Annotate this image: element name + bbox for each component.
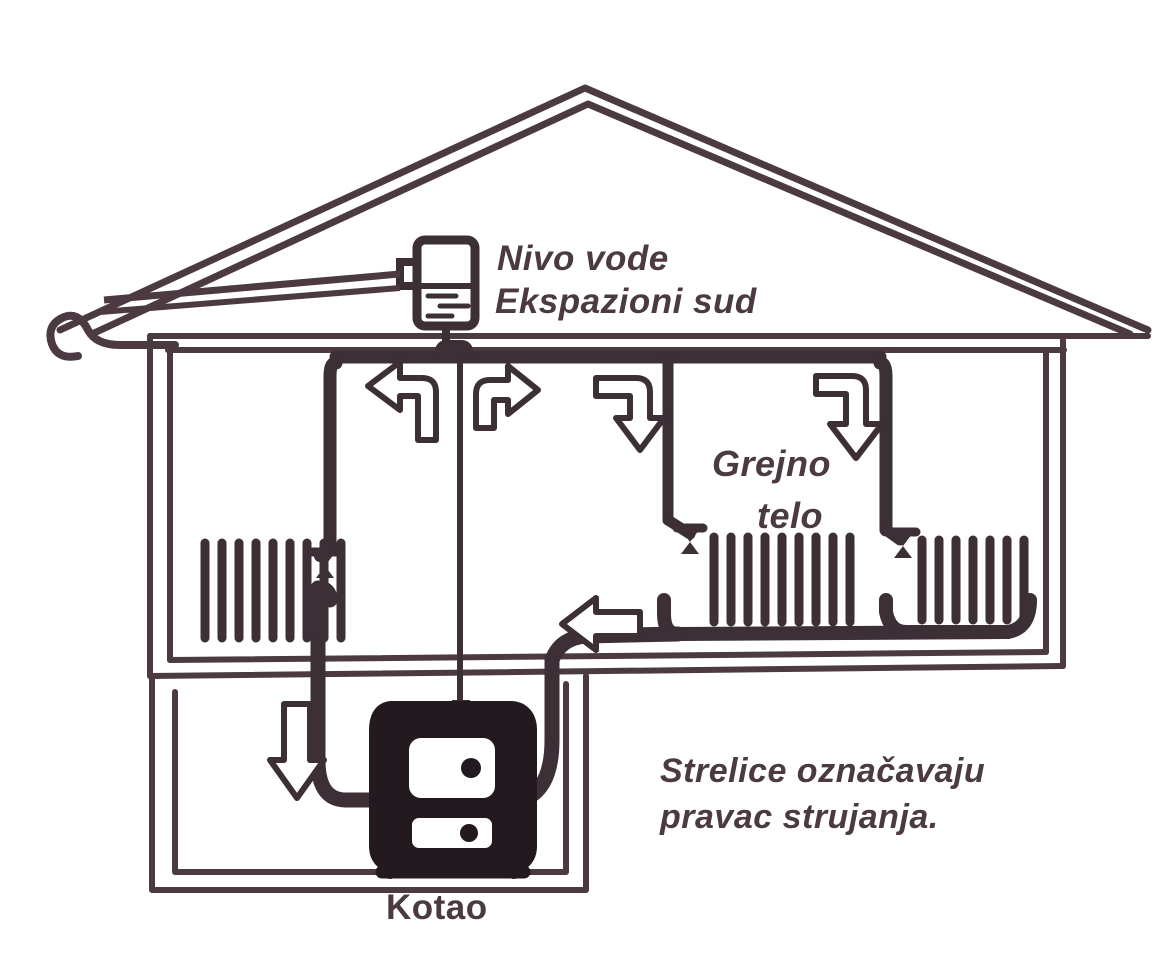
radiator-3-valve xyxy=(890,532,916,558)
right-supply-drop xyxy=(873,356,893,537)
label-legend-line2: pravac strujanja. xyxy=(660,798,939,836)
arrow-up-right-supply xyxy=(473,363,541,431)
boiler-lower-chamber xyxy=(412,818,492,848)
arrow-down-basement xyxy=(267,701,327,801)
overflow-pipe-run xyxy=(103,270,401,304)
radiator-2 xyxy=(709,532,855,627)
left-wall xyxy=(147,333,173,679)
radiator-1 xyxy=(200,538,346,643)
boiler xyxy=(369,700,537,879)
label-heater-line1: Grejno xyxy=(712,443,832,484)
overflow-pipe-run-2 xyxy=(99,285,401,315)
left-supply-drop xyxy=(323,356,343,555)
arrow-down-right-mid xyxy=(593,375,667,453)
label-legend-line1: Strelice označavaju xyxy=(660,752,986,790)
arrow-return-left xyxy=(559,595,643,653)
eave-line xyxy=(147,333,1151,353)
label-expansion-tank: Ekspazioni sud xyxy=(495,282,757,321)
water-hatch xyxy=(425,293,471,319)
label-boiler: Kotao xyxy=(386,888,488,927)
boiler-upper-knob xyxy=(461,758,481,778)
flow-arrows xyxy=(267,359,885,801)
gable-roof xyxy=(56,84,1152,338)
arrow-up-left-supply xyxy=(365,359,439,443)
roof-gutter-hook xyxy=(46,311,179,361)
boiler-lower-knob xyxy=(460,824,478,842)
radiator-1-valve xyxy=(312,552,338,578)
right-wall xyxy=(1043,337,1066,669)
radiator-3 xyxy=(917,535,1029,625)
arrow-down-right-far xyxy=(813,373,885,461)
ground-floor-slab xyxy=(147,649,1066,679)
boiler-upper-chamber xyxy=(409,738,495,798)
radiator-2-valve xyxy=(677,528,703,554)
label-heater-line2: telo xyxy=(757,495,824,536)
basement-room xyxy=(149,673,589,893)
label-water-level: Nivo vode xyxy=(497,239,669,278)
